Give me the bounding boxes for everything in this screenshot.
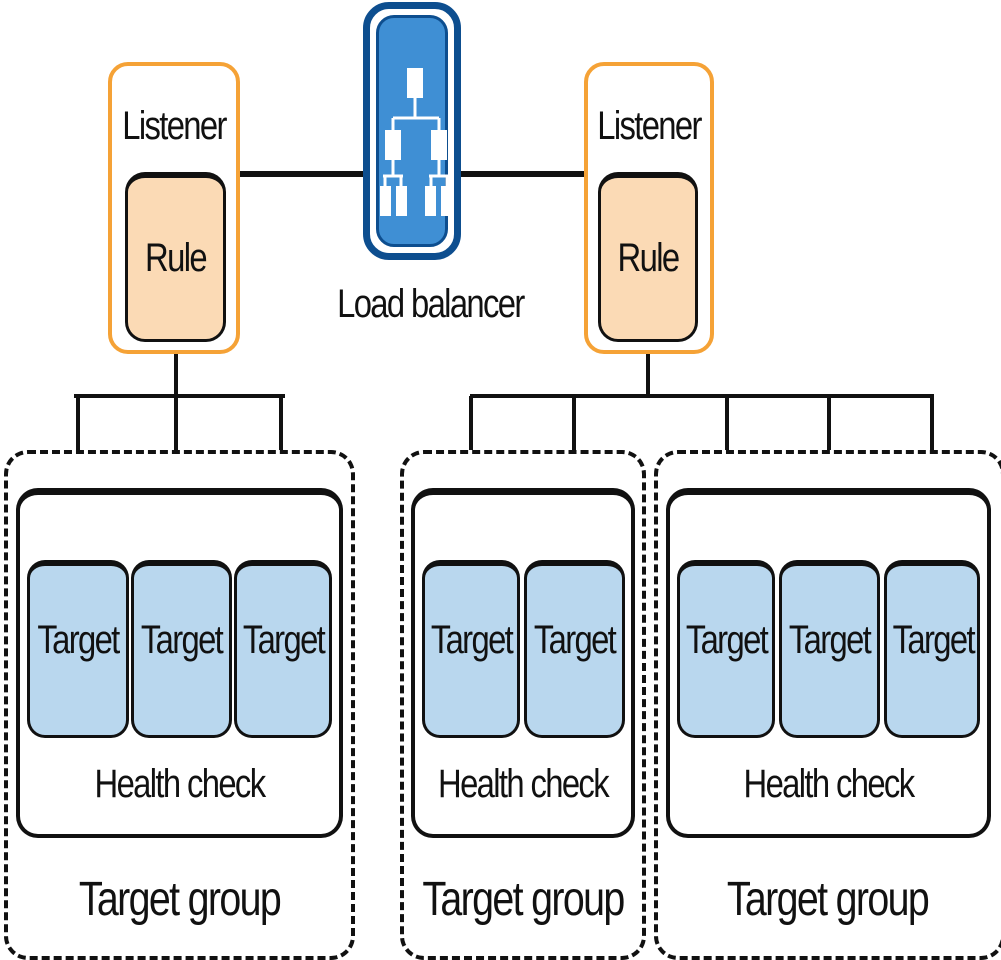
target-group-label: Target group (78, 873, 282, 926)
target (27, 560, 129, 738)
target-group-label: Target group (422, 873, 625, 926)
target-label: Target (242, 618, 326, 662)
rule-left-label: Rule (145, 236, 208, 280)
listener-left-label: Listener (122, 104, 227, 148)
rule-right (598, 172, 698, 342)
load-balancer-label: Load balancer (337, 282, 525, 326)
target-group-label: Target group (726, 873, 930, 926)
target-label: Target (788, 618, 872, 662)
target (884, 560, 980, 738)
health-check-label: Health check (94, 762, 267, 806)
target-label: Target (685, 618, 769, 662)
health-check-label: Health check (438, 762, 610, 806)
target-label: Target (37, 618, 120, 662)
rule-left (125, 172, 226, 342)
target-label: Target (533, 618, 617, 662)
hierarchy-icon (376, 15, 452, 247)
target-label: Target (140, 618, 224, 662)
target (422, 560, 520, 738)
health-check-label: Health check (743, 762, 916, 806)
target-label: Target (430, 618, 514, 662)
target (677, 560, 775, 738)
target (779, 560, 880, 738)
listener-right-label: Listener (597, 104, 702, 148)
target (131, 560, 232, 738)
load-balancer-icon (363, 2, 461, 260)
target (234, 560, 332, 738)
rule-right-label: Rule (617, 236, 681, 280)
target (524, 560, 625, 738)
target-label: Target (892, 618, 976, 662)
